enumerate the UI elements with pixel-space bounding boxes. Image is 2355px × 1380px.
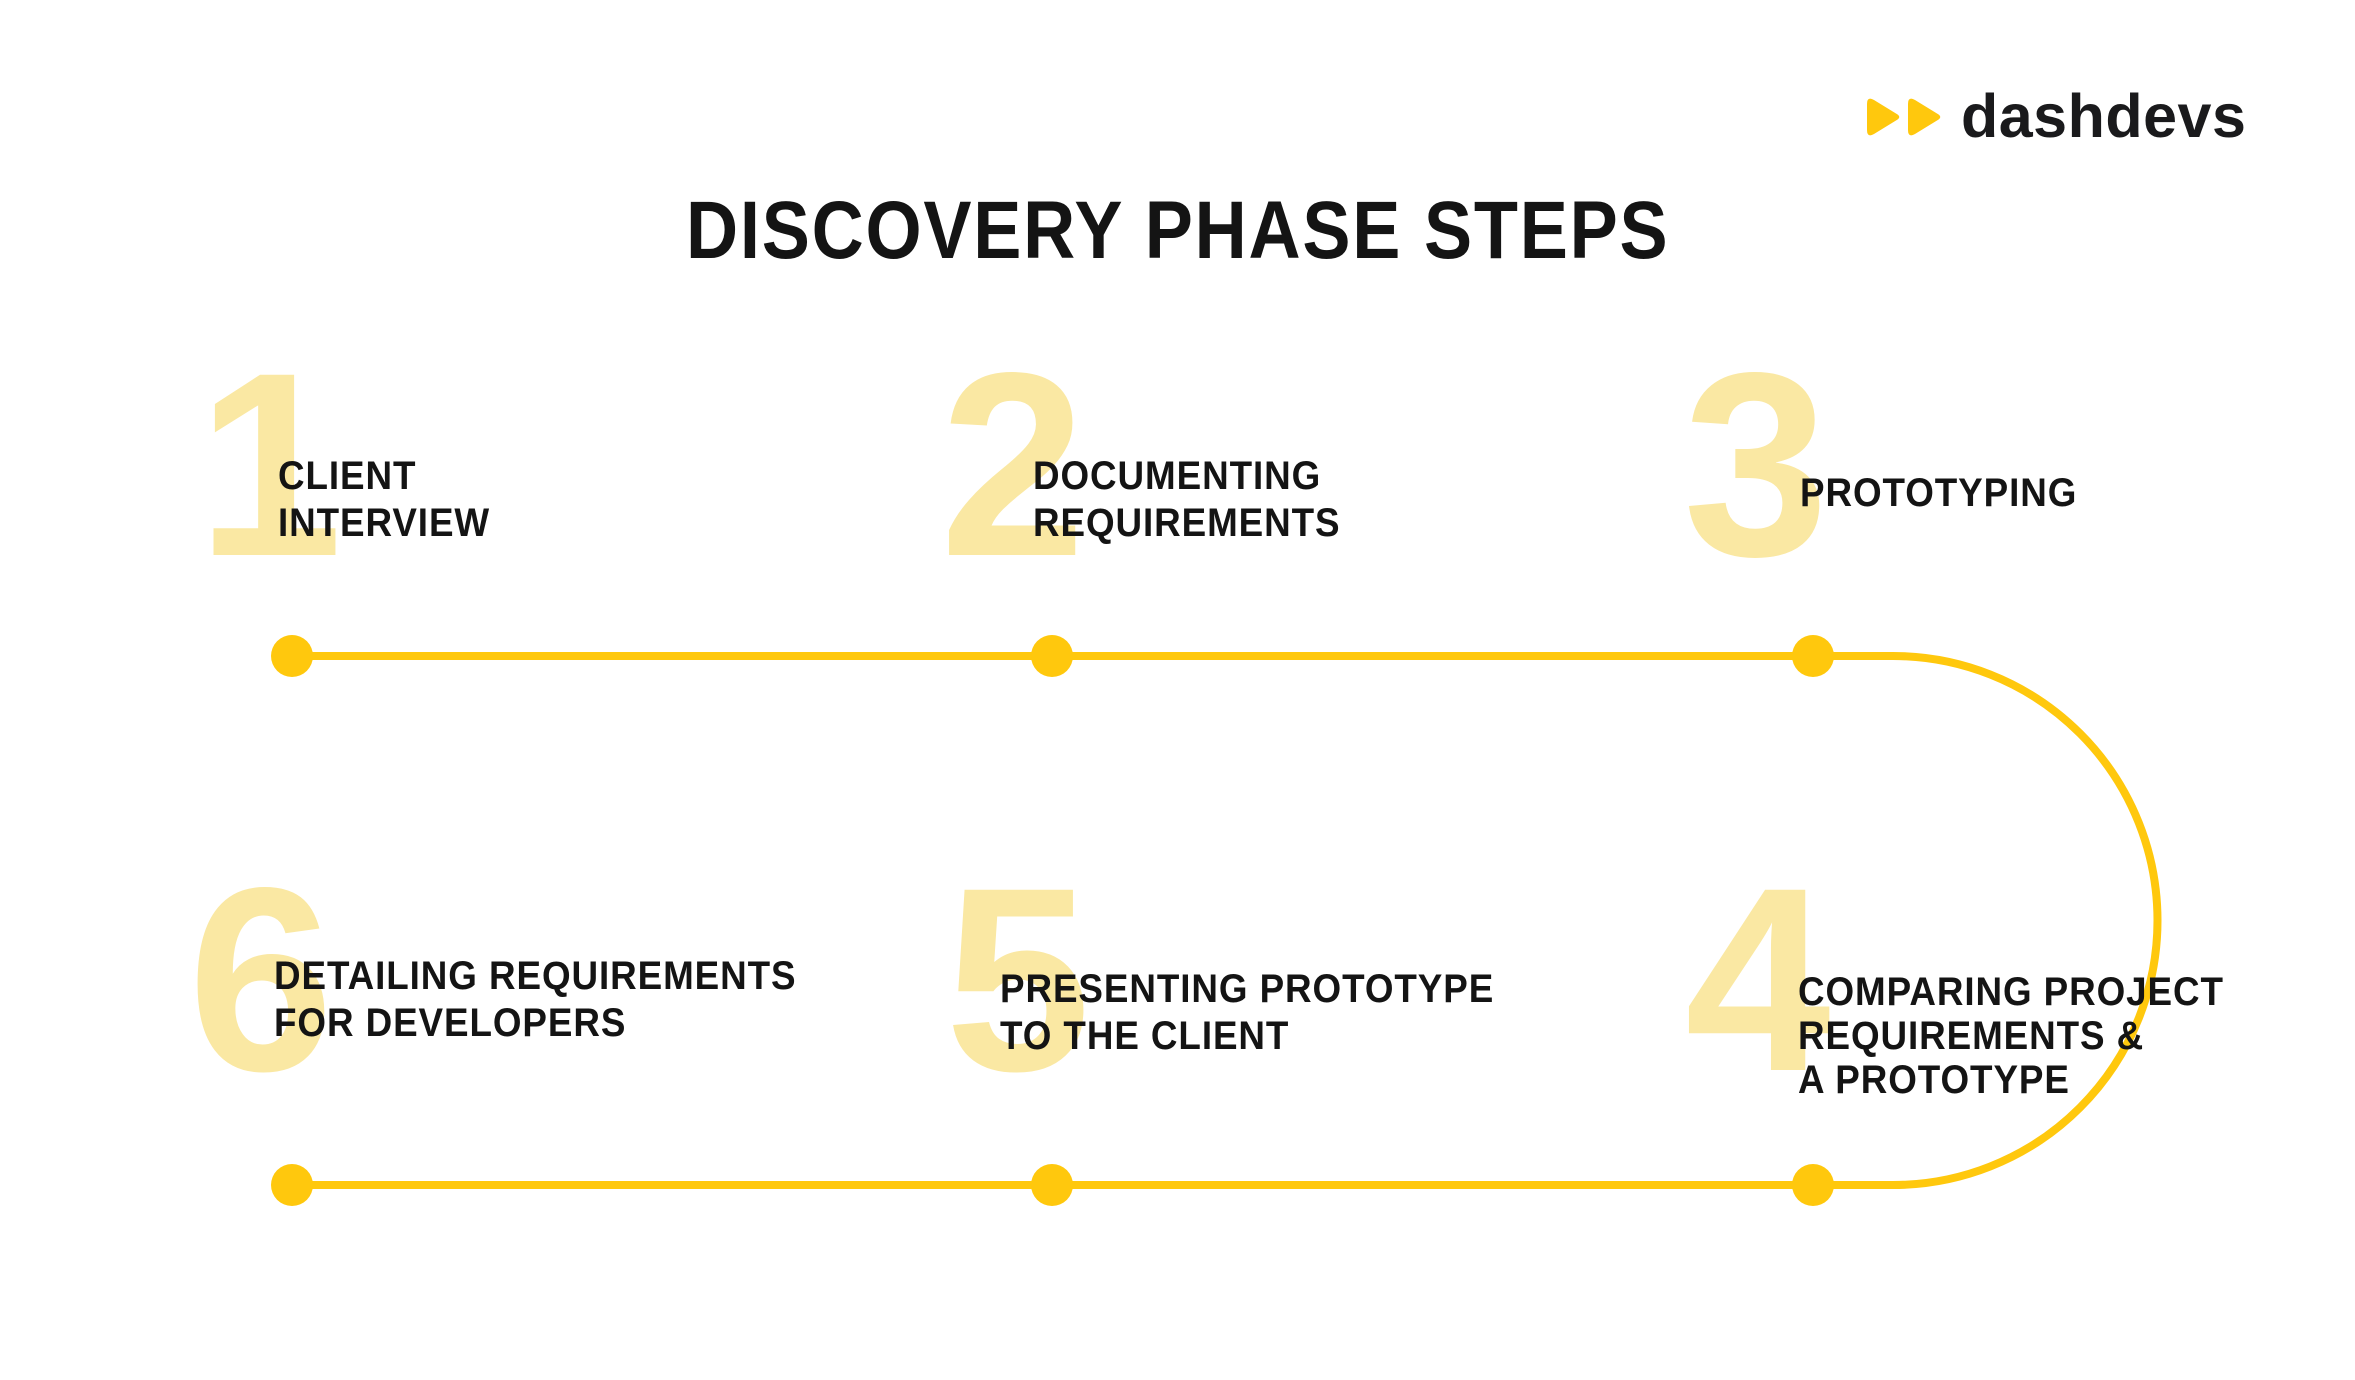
step-3-label: PROTOTYPING (1800, 470, 2077, 517)
double-play-triangles-icon (1867, 98, 1941, 135)
step-1-number: 1 (197, 318, 343, 611)
dashdevs-logo: dashdevs (1865, 86, 2246, 147)
step-5-label-line: PRESENTING PROTOTYPE (1000, 967, 1495, 1011)
step-4-label-line: REQUIREMENTS & (1798, 1014, 2145, 1058)
step-5-label: PRESENTING PROTOTYPE TO THE CLIENT (1000, 966, 1494, 1060)
step-4-label-line: COMPARING PROJECT (1798, 970, 2224, 1014)
step-2-number: 2 (940, 318, 1086, 611)
step-5-number: 5 (945, 833, 1091, 1126)
step-6-number: 6 (188, 833, 334, 1126)
flow-node-dot-5 (1031, 1164, 1073, 1206)
flow-node-dot-3 (1792, 635, 1834, 677)
step-1-label-line: CLIENT (278, 454, 417, 498)
step-2-label-line: DOCUMENTING (1033, 454, 1322, 498)
step-2-label: DOCUMENTING REQUIREMENTS (1033, 453, 1341, 547)
logo-wordmark: dashdevs (1961, 82, 2247, 150)
step-5-label-line: TO THE CLIENT (1000, 1014, 1290, 1058)
step-3-number: 3 (1683, 318, 1829, 611)
step-4-label: COMPARING PROJECT REQUIREMENTS & A PROTO… (1798, 970, 2224, 1102)
step-1-label: CLIENT INTERVIEW (278, 453, 490, 547)
title-wrap: DISCOVERY PHASE STEPS (0, 190, 2355, 272)
step-2-label-line: REQUIREMENTS (1033, 501, 1341, 545)
play-triangle-icon (1908, 98, 1941, 135)
step-4-label-line: A PROTOTYPE (1798, 1058, 2070, 1102)
step-4-number: 4 (1685, 833, 1831, 1126)
step-3-label-line: PROTOTYPING (1800, 471, 2078, 515)
flow-node-dot-2 (1031, 635, 1073, 677)
step-1-label-line: INTERVIEW (278, 501, 491, 545)
flow-node-dot-4 (1792, 1164, 1834, 1206)
step-6-label: DETAILING REQUIREMENTS FOR DEVELOPERS (274, 953, 797, 1047)
play-triangle-icon (1867, 98, 1900, 135)
step-6-label-line: FOR DEVELOPERS (274, 1001, 627, 1045)
step-6-label-line: DETAILING REQUIREMENTS (274, 954, 797, 998)
flow-node-dot-1 (271, 635, 313, 677)
flow-node-dot-6 (271, 1164, 313, 1206)
flow-line (292, 652, 2162, 1189)
page-title: DISCOVERY PHASE STEPS (685, 185, 1670, 276)
